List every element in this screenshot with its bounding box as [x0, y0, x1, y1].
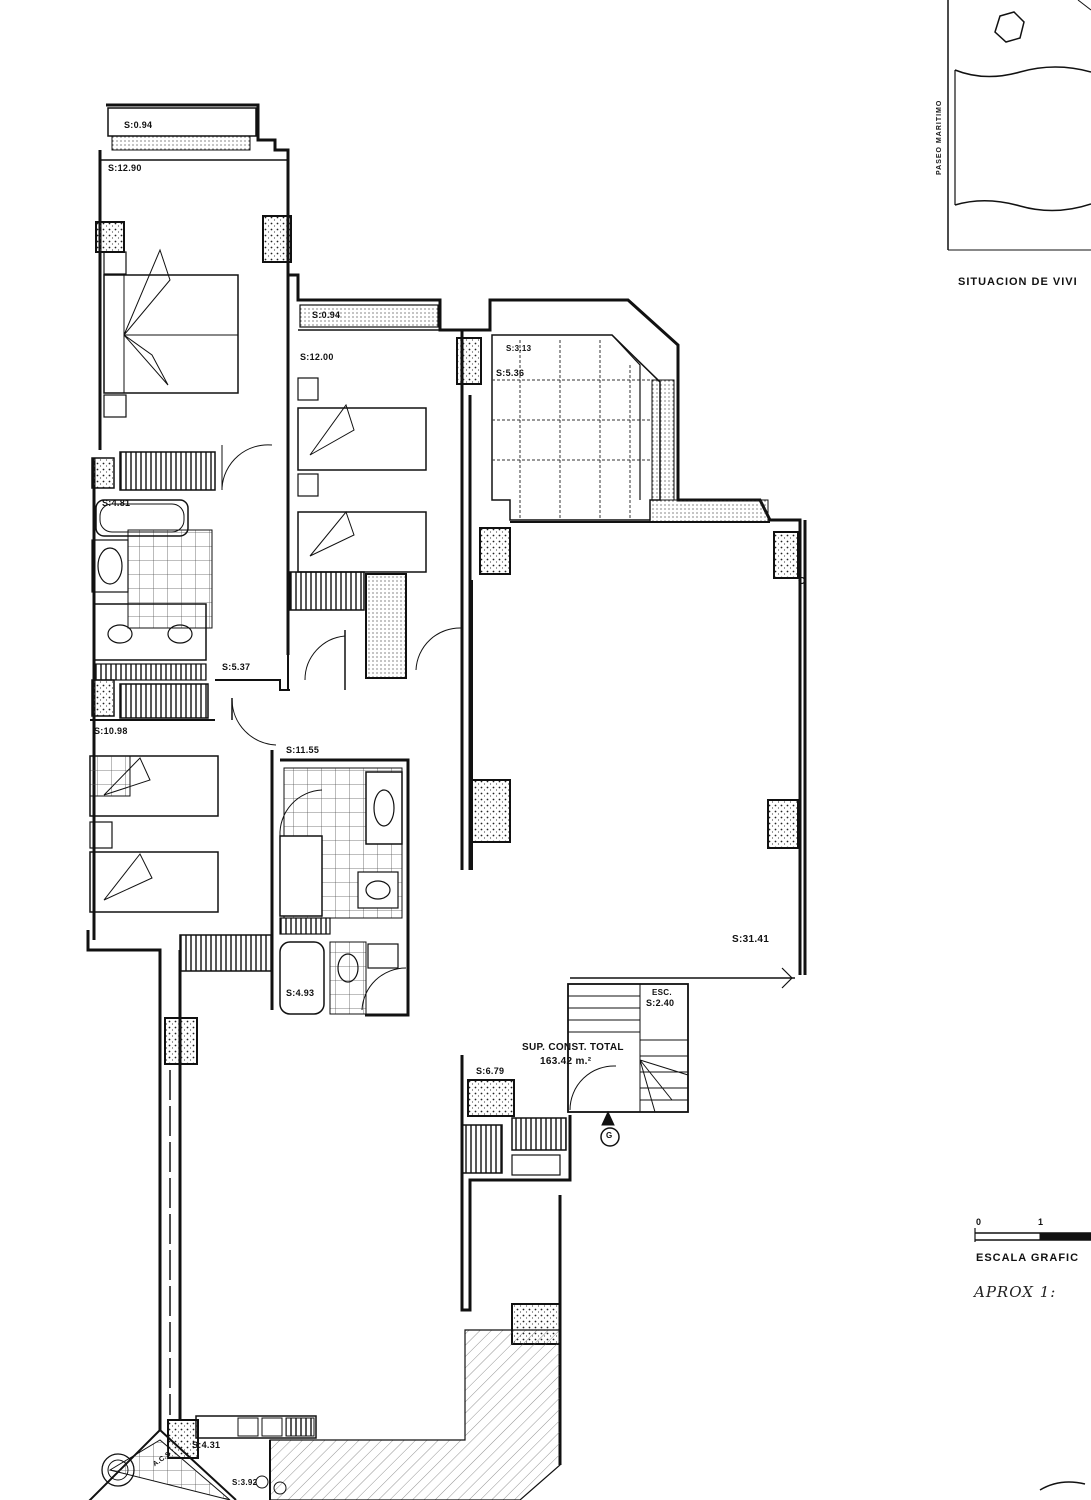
scale-caption: ESCALA GRAFIC	[976, 1252, 1080, 1264]
room-label-laundry: S:3.92	[232, 1478, 258, 1487]
location-caption: SITUACION DE VIVI	[958, 276, 1078, 288]
room-label-kitchen: S:4.31	[192, 1440, 221, 1450]
hallway	[215, 630, 346, 746]
room-label-living-room: S:31.41	[732, 934, 770, 945]
terrace-top-left	[107, 107, 257, 151]
bedroom-third	[89, 755, 273, 972]
exterior-walls	[86, 103, 807, 1430]
room-label-bathroom-1: S:4.81	[102, 498, 131, 508]
bedroom-twin	[289, 304, 482, 679]
scale-tick-0: 0	[976, 1217, 982, 1227]
entrance-marker: G	[606, 1131, 613, 1140]
room-label-stairs: S:2.40	[646, 998, 675, 1008]
room-label-terrace-top-left: S:0.94	[124, 120, 153, 130]
kitchen	[88, 1415, 317, 1500]
total-area-value: 163.42 m.²	[540, 1056, 592, 1067]
room-label-terrace-covered: S:5.36	[496, 368, 525, 378]
bedroom-master	[91, 159, 292, 491]
corner-marker: C	[798, 576, 806, 587]
room-label-bedroom-master: S:12.90	[108, 163, 142, 173]
total-area-title: SUP. CONST. TOTAL	[522, 1042, 624, 1053]
room-label-bathroom-2: S:11.55	[286, 745, 320, 755]
location-inset	[947, 0, 1091, 251]
room-label-terrace-small: S:3.13	[506, 344, 532, 353]
room-label-bedroom-third: S:10.98	[94, 726, 128, 736]
bathroom-1	[90, 499, 215, 721]
room-label-bathroom-3: S:4.93	[286, 988, 315, 998]
scale-tick-1: 1	[1038, 1217, 1044, 1227]
bathroom-2	[279, 767, 403, 935]
room-label-entry: S:6.79	[476, 1066, 505, 1076]
living-room	[471, 580, 799, 989]
street-label: PASEO MARITIMO	[936, 99, 943, 175]
room-label-bedroom-twin: S:12.00	[300, 352, 334, 362]
stairs	[567, 983, 689, 1113]
entry	[460, 1055, 620, 1312]
scale-handwritten-note: APROX 1:	[974, 1283, 1057, 1301]
scale-bar	[974, 1228, 1091, 1242]
room-label-terrace-mid: S:0.94	[312, 310, 341, 320]
laundry	[255, 1329, 561, 1500]
terrace-covered	[479, 334, 799, 579]
bathroom-3	[279, 941, 407, 1015]
room-label-hallway: S:5.37	[222, 662, 251, 672]
stair-tag: ESC.	[652, 988, 672, 997]
